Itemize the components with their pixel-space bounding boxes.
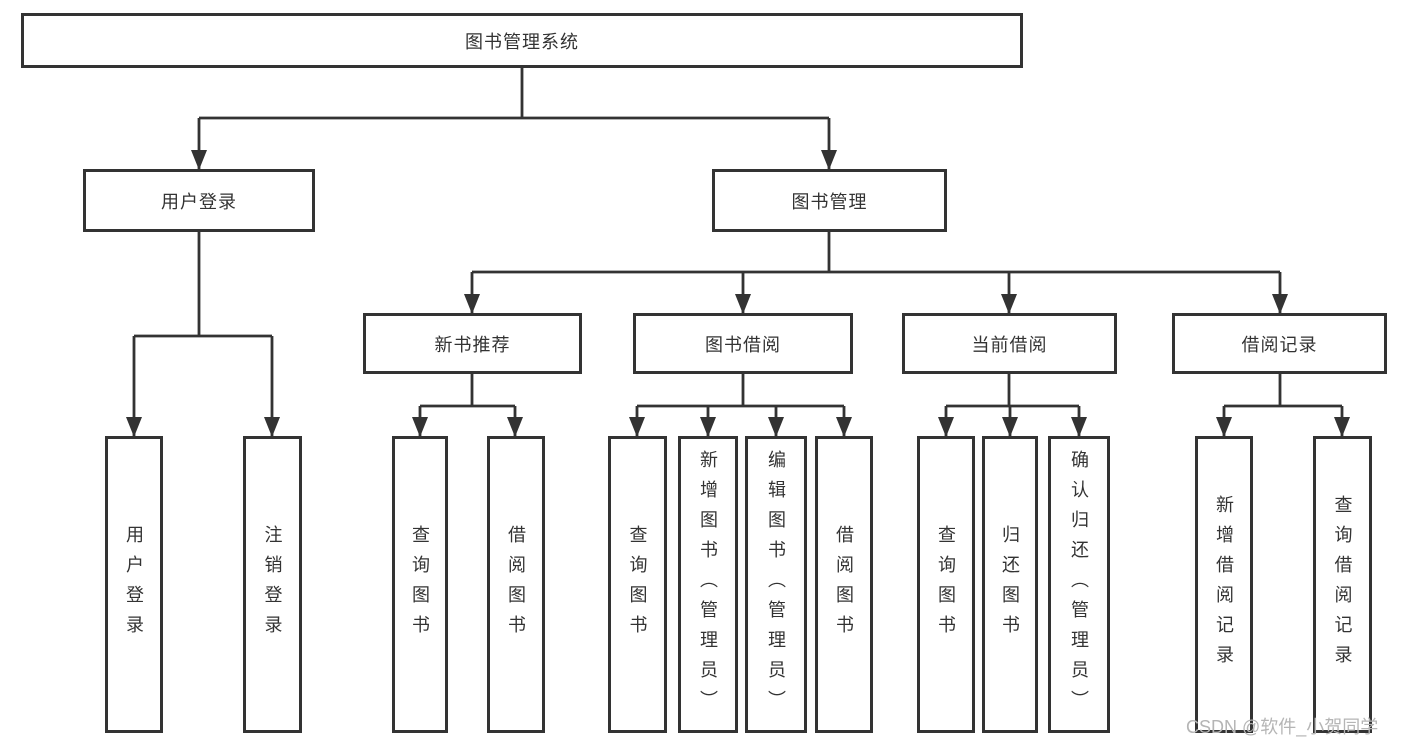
node-label: 图书管理系统 [465, 31, 579, 52]
node-label: 查询图书 [410, 524, 430, 645]
node-label: 注销登录 [262, 524, 283, 645]
connector-book-borrow-children [637, 374, 844, 408]
connector-root-to-level2 [199, 68, 829, 120]
connector-borrow-record-children [1224, 374, 1342, 408]
node-user-login: 用户登录 [83, 169, 315, 232]
leaf-user-login: 用户登录 [105, 436, 163, 733]
node-label: 图书借阅 [705, 334, 781, 355]
node-current-borrow: 当前借阅 [902, 313, 1117, 374]
node-label: 确认归还（管理员） [1069, 449, 1089, 720]
node-label: 编辑图书（管理员） [766, 449, 786, 720]
leaf-query-book-current: 查询图书 [917, 436, 975, 733]
connector-new-book-recommend-children [420, 374, 515, 408]
node-book-management: 图书管理 [712, 169, 947, 232]
node-borrow-record: 借阅记录 [1172, 313, 1387, 374]
leaf-confirm-return-admin: 确认归还（管理员） [1048, 436, 1110, 733]
node-label: 归还图书 [1000, 524, 1020, 645]
csdn-watermark: CSDN @软件_小贺同学 [1186, 717, 1379, 737]
leaf-borrow-book: 借阅图书 [815, 436, 873, 733]
node-label: 借阅记录 [1241, 334, 1318, 355]
node-label: 新增图书（管理员） [698, 449, 718, 720]
node-book-borrow: 图书借阅 [633, 313, 853, 374]
node-label: 图书管理 [791, 191, 868, 212]
leaf-return-book: 归还图书 [982, 436, 1038, 733]
leaf-query-book-borrow: 查询图书 [608, 436, 667, 733]
node-label: 查询图书 [627, 524, 648, 645]
node-label: 借阅图书 [506, 524, 526, 645]
connector-current-borrow-children [946, 374, 1079, 408]
leaf-query-borrow-record: 查询借阅记录 [1313, 436, 1372, 733]
node-library-management-system: 图书管理系统 [21, 13, 1023, 68]
node-label: 用户登录 [161, 191, 237, 212]
leaf-borrow-book-recommend: 借阅图书 [487, 436, 545, 733]
node-label: 新增借阅记录 [1214, 494, 1234, 675]
connector-book-management-children [472, 232, 1280, 274]
leaf-query-book-recommend: 查询图书 [392, 436, 448, 733]
connector-user-login-children [134, 232, 272, 338]
node-label: 新书推荐 [434, 334, 511, 355]
node-label: 用户登录 [124, 524, 144, 645]
leaf-add-book-admin: 新增图书（管理员） [678, 436, 738, 733]
leaf-edit-book-admin: 编辑图书（管理员） [745, 436, 807, 733]
node-label: 查询图书 [936, 524, 956, 645]
node-label: 借阅图书 [834, 524, 854, 645]
node-label: 查询借阅记录 [1332, 494, 1353, 675]
leaf-add-borrow-record: 新增借阅记录 [1195, 436, 1253, 733]
node-label: 当前借阅 [971, 334, 1048, 355]
node-new-book-recommend: 新书推荐 [363, 313, 582, 374]
leaf-logout: 注销登录 [243, 436, 302, 733]
